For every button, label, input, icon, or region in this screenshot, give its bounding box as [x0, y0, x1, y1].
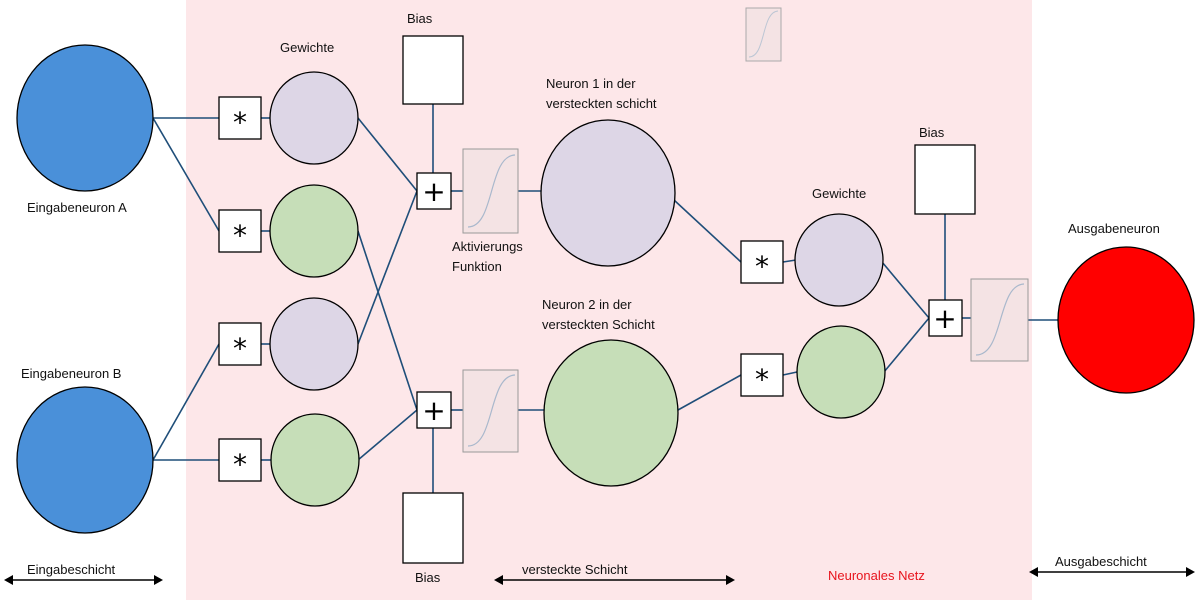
- output-neuron-label: Ausgabeneuron: [1068, 221, 1160, 236]
- link-w3-add1: [357, 190, 418, 345]
- multiply-symbol: *: [233, 106, 247, 139]
- weight-node-1: [269, 71, 359, 165]
- input-neuron-a: [16, 44, 154, 192]
- layer-arrows: [4, 567, 1195, 585]
- link-w5-add3: [881, 261, 930, 319]
- sigmoid-curve-icon: [745, 7, 782, 62]
- link-w2-add2: [357, 230, 418, 411]
- add-box-3: [928, 299, 963, 337]
- link-h2-mult6: [677, 374, 742, 411]
- link-w4-add2: [357, 409, 418, 461]
- bias-top-label: Bias: [407, 11, 433, 26]
- multiply-box-4: [218, 438, 262, 482]
- multiply-boxes: * * * * * *: [218, 96, 784, 482]
- hidden-neuron-1-label: versteckten schicht: [546, 96, 657, 111]
- activation-boxes: [462, 7, 1029, 453]
- input-neuron-a-label: Eingabeneuron A: [27, 200, 127, 215]
- bias-box-top: [402, 35, 464, 105]
- sigmoid-curve-icon: [970, 278, 1029, 362]
- hidden-layer-label: versteckte Schicht: [522, 562, 628, 577]
- output-neuron: [1057, 246, 1195, 394]
- add-symbol: +: [933, 302, 956, 335]
- multiply-symbol: *: [233, 332, 247, 365]
- add-symbol: +: [422, 394, 445, 427]
- output-layer-label: Ausgabeschicht: [1055, 554, 1147, 569]
- input-layer-label: Eingabeschicht: [27, 562, 116, 577]
- bias-bottom-label: Bias: [415, 570, 441, 585]
- bias-output-label: Bias: [919, 125, 945, 140]
- sigmoid-curve-icon: [462, 148, 519, 234]
- input-neuron-b: [16, 386, 154, 534]
- bias-box-output: [914, 144, 976, 215]
- weight-node-6: [796, 325, 886, 419]
- link-mult5-w5: [782, 259, 797, 263]
- multiply-symbol: *: [755, 363, 769, 396]
- link-mult6-w6: [782, 371, 798, 376]
- input-neuron-b-label: Eingabeneuron B: [21, 366, 121, 381]
- weight-node-5: [794, 213, 884, 307]
- multiply-symbol: *: [233, 448, 247, 481]
- weight-node-2: [269, 184, 359, 278]
- link-h1-mult5: [673, 199, 742, 263]
- add-box-2: [416, 391, 452, 429]
- multiply-box-3: [218, 322, 262, 366]
- hidden-neuron-2-label: Neuron 2 in der: [542, 297, 632, 312]
- multiply-symbol: *: [755, 250, 769, 283]
- bias-box-bottom: [402, 492, 464, 564]
- multiply-box-6: [740, 353, 784, 397]
- hidden-neuron-1-label: Neuron 1 in der: [546, 76, 636, 91]
- hidden-neuron-2-label: versteckten Schicht: [542, 317, 655, 332]
- multiply-box-1: [218, 96, 262, 140]
- activation-label: Aktivierungs: [452, 239, 523, 254]
- link-a-mult2: [152, 117, 220, 232]
- weight-node-4: [270, 413, 360, 507]
- weights-top-label: Gewichte: [280, 40, 334, 55]
- link-b-mult3: [152, 343, 220, 461]
- link-w1-add1: [357, 117, 418, 192]
- multiply-box-2: [218, 209, 262, 253]
- weights-output-label: Gewichte: [812, 186, 866, 201]
- adders: + + +: [416, 172, 963, 429]
- network-label: Neuronales Netz: [828, 568, 925, 583]
- link-w6-add3: [883, 317, 930, 373]
- hidden-neuron-2: [543, 339, 679, 487]
- hidden-neuron-1: [540, 119, 676, 267]
- activation-label: Funktion: [452, 259, 502, 274]
- sigmoid-curve-icon: [462, 369, 519, 453]
- multiply-symbol: *: [233, 219, 247, 252]
- add-symbol: +: [422, 175, 445, 208]
- weight-node-3: [269, 297, 359, 391]
- add-box-1: [416, 172, 452, 210]
- connections: [152, 104, 1058, 493]
- multiply-box-5: [740, 240, 784, 284]
